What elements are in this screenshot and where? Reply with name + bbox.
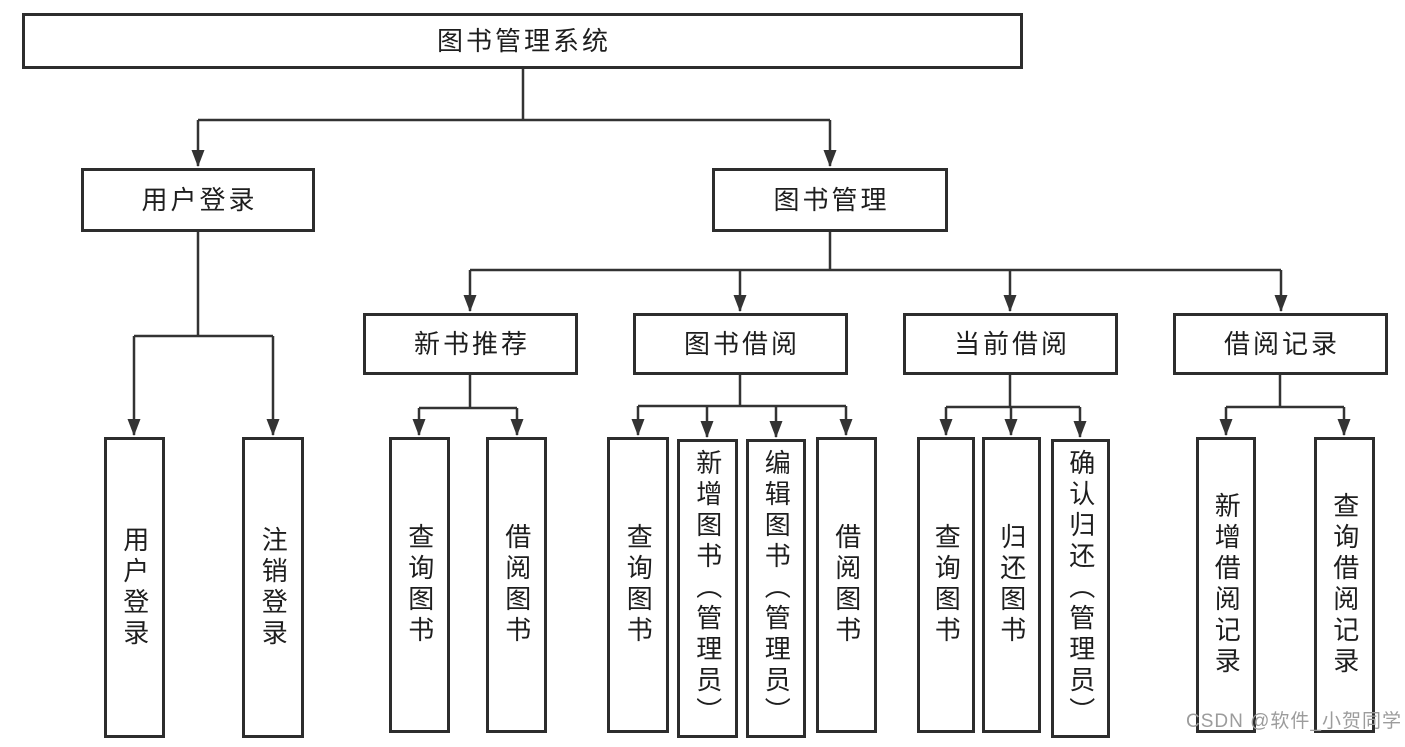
leaf-query-books-current: 查询图书 [917,437,975,733]
leaf-label: 查询图书 [931,523,962,647]
node-label: 用户登录 [141,184,258,215]
leaf-borrow-books-borrowing: 借阅图书 [816,437,877,733]
node-new-book-recommendation: 新书推荐 [363,313,578,375]
leaf-label: 确认归还（管理员） [1065,449,1096,728]
leaf-return-books: 归还图书 [982,437,1041,733]
leaf-label: 借阅图书 [831,523,862,647]
node-label: 图书管理系统 [436,25,611,56]
leaf-label: 新增图书（管理员） [692,449,723,728]
leaf-add-borrowing-record: 新增借阅记录 [1196,437,1256,733]
leaf-borrow-books-recommend: 借阅图书 [486,437,547,733]
leaf-label: 借阅图书 [501,523,532,647]
leaf-label: 用户登录 [119,525,150,650]
leaf-label: 查询图书 [404,523,435,647]
leaf-label: 归还图书 [996,523,1027,647]
leaf-add-books-admin: 新增图书（管理员） [677,439,738,738]
node-label: 借阅记录 [1223,328,1340,359]
node-book-management-system: 图书管理系统 [22,13,1023,69]
node-book-management: 图书管理 [712,168,948,232]
leaf-query-borrowing-record: 查询借阅记录 [1314,437,1375,733]
leaf-confirm-return-admin: 确认归还（管理员） [1051,439,1110,738]
leaf-label: 查询图书 [623,523,654,647]
node-current-borrowing: 当前借阅 [903,313,1118,375]
watermark: CSDN @软件_小贺同学 [1186,711,1402,732]
leaf-edit-books-admin: 编辑图书（管理员） [746,439,806,738]
node-label: 当前借阅 [953,328,1070,359]
node-label: 新书推荐 [413,328,530,359]
node-book-borrowing: 图书借阅 [633,313,848,375]
leaf-label: 新增借阅记录 [1211,492,1242,678]
leaf-label: 编辑图书（管理员） [761,449,792,728]
leaf-user-login: 用户登录 [104,437,165,738]
leaf-query-books-recommend: 查询图书 [389,437,450,733]
node-user-login: 用户登录 [81,168,315,232]
leaf-label: 注销登录 [258,525,289,650]
leaf-logout-login: 注销登录 [242,437,304,738]
node-label: 图书管理 [773,184,890,215]
node-borrowing-records: 借阅记录 [1173,313,1388,375]
leaf-query-books-borrowing: 查询图书 [607,437,669,733]
node-label: 图书借阅 [683,328,800,359]
leaf-label: 查询借阅记录 [1329,492,1360,678]
